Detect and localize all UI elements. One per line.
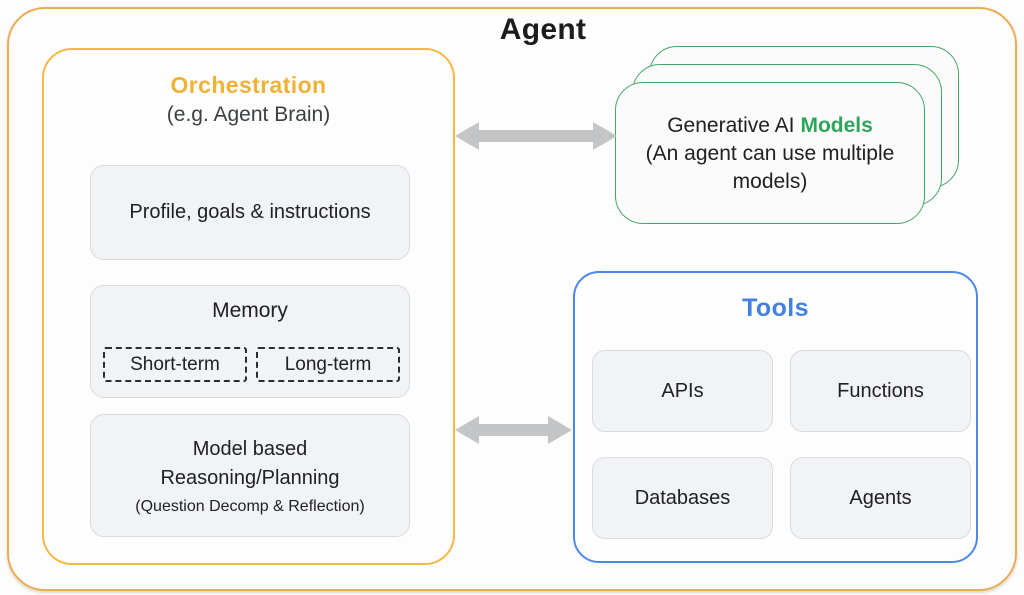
long-term-memory-box: Long-term <box>256 347 400 382</box>
reasoning-planning-box: Model based Reasoning/Planning (Question… <box>90 414 410 537</box>
memory-label: Memory <box>212 299 288 322</box>
tool-databases-box: Databases <box>592 457 773 539</box>
models-heading-highlight: Models <box>800 113 873 137</box>
tool-functions-label: Functions <box>837 379 924 402</box>
orchestration-box: Orchestration (e.g. Agent Brain) Profile… <box>42 48 455 565</box>
orchestration-tools-double-arrow-icon <box>455 416 572 444</box>
tool-agents-box: Agents <box>790 457 971 539</box>
models-subtext: (An agent can use multiple models) <box>645 141 895 193</box>
tools-heading: Tools <box>742 294 809 322</box>
tool-functions-box: Functions <box>790 350 971 432</box>
memory-box: Memory Short-term Long-term <box>90 285 410 398</box>
orchestration-models-double-arrow-icon <box>455 122 617 150</box>
reasoning-line-1: Model based <box>192 438 308 460</box>
reasoning-line-3: (Question Decomp & Reflection) <box>135 498 365 515</box>
long-term-memory-label: Long-term <box>284 353 372 375</box>
models-heading-prefix: Generative AI <box>667 113 795 137</box>
orchestration-subheading: (e.g. Agent Brain) <box>166 103 331 126</box>
tools-box: Tools APIs Functions Databases Agents <box>573 271 978 563</box>
tool-apis-box: APIs <box>592 350 773 432</box>
short-term-memory-label: Short-term <box>130 353 220 375</box>
short-term-memory-box: Short-term <box>103 347 247 382</box>
orchestration-heading: Orchestration <box>170 72 327 98</box>
profile-goals-instructions-box: Profile, goals & instructions <box>90 165 410 260</box>
reasoning-line-2: Reasoning/Planning <box>160 467 340 489</box>
diagram-title: Agent <box>499 13 587 46</box>
tool-databases-label: Databases <box>634 486 731 509</box>
diagram-outer-frame <box>7 7 1017 591</box>
tool-apis-label: APIs <box>661 379 704 402</box>
tool-agents-label: Agents <box>849 486 912 509</box>
profile-goals-instructions-label: Profile, goals & instructions <box>129 201 371 223</box>
